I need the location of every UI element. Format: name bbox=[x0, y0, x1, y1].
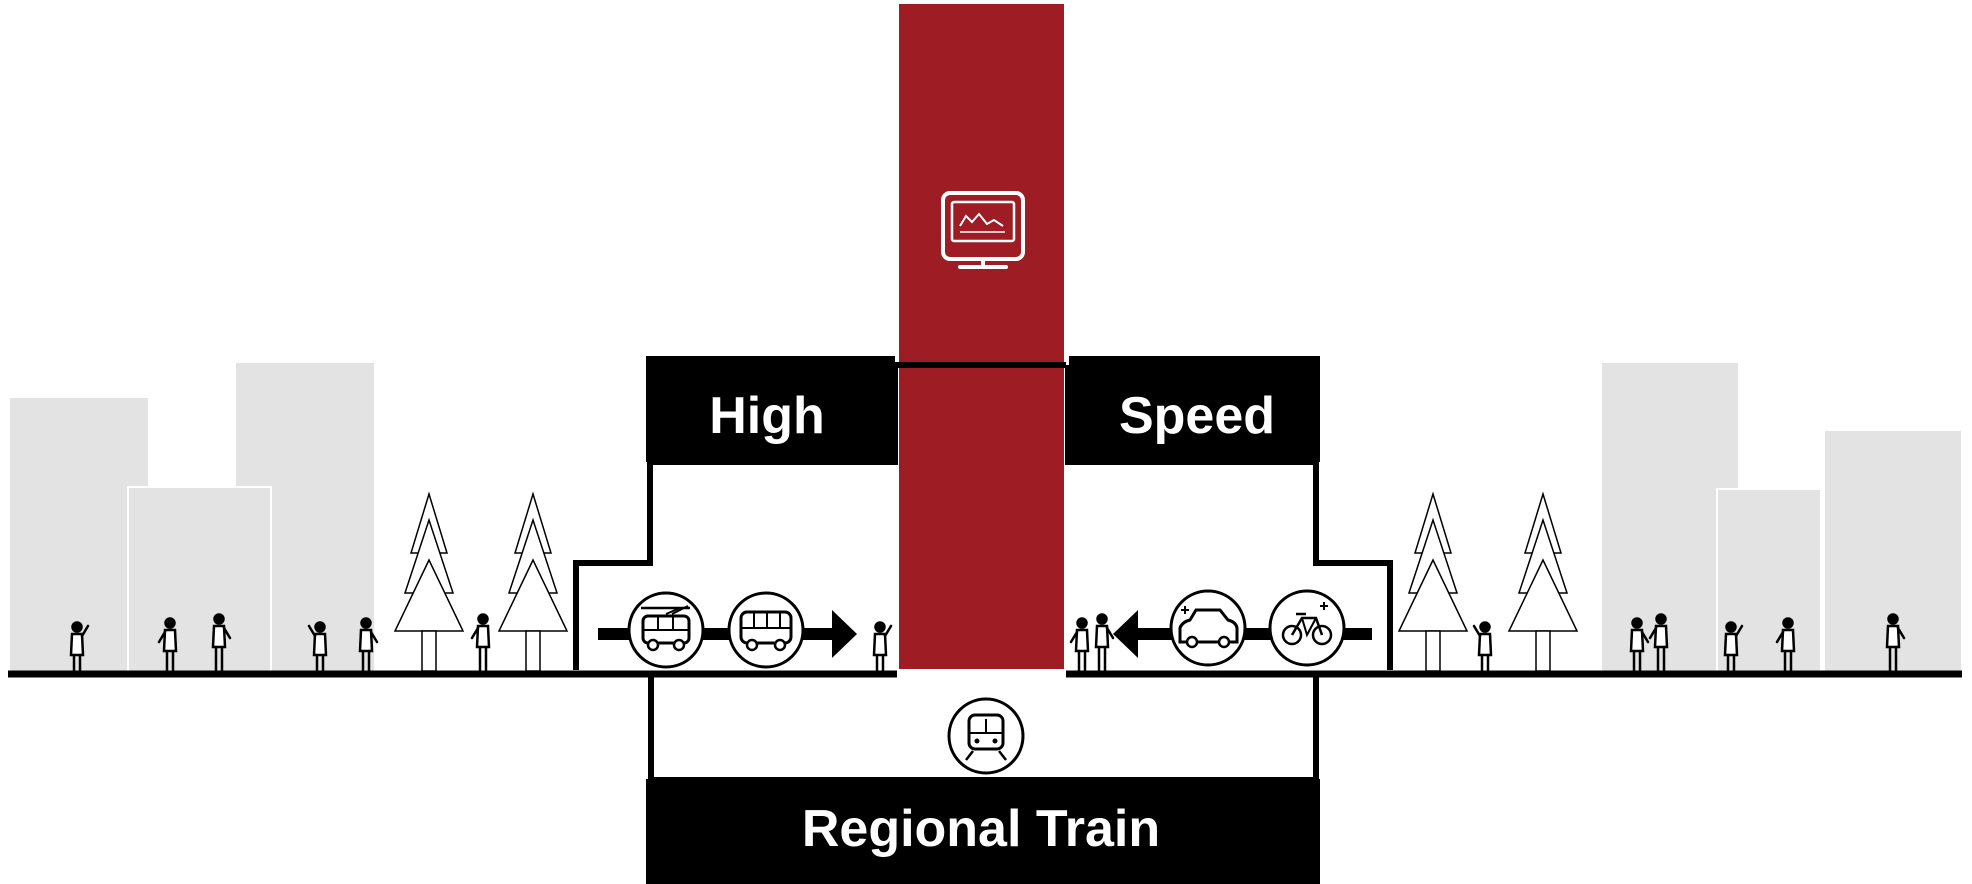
label-speed: Speed bbox=[1119, 387, 1275, 445]
label-regional-train: Regional Train bbox=[802, 800, 1160, 858]
label-high: High bbox=[709, 387, 825, 445]
electric-car-icon bbox=[1171, 591, 1245, 665]
electric-bike-icon bbox=[1270, 591, 1344, 665]
bus-icon bbox=[729, 593, 803, 667]
train-icon bbox=[949, 699, 1023, 773]
red-tower bbox=[899, 4, 1064, 669]
building-left-2 bbox=[128, 487, 271, 672]
trolleybus-icon bbox=[629, 593, 703, 667]
